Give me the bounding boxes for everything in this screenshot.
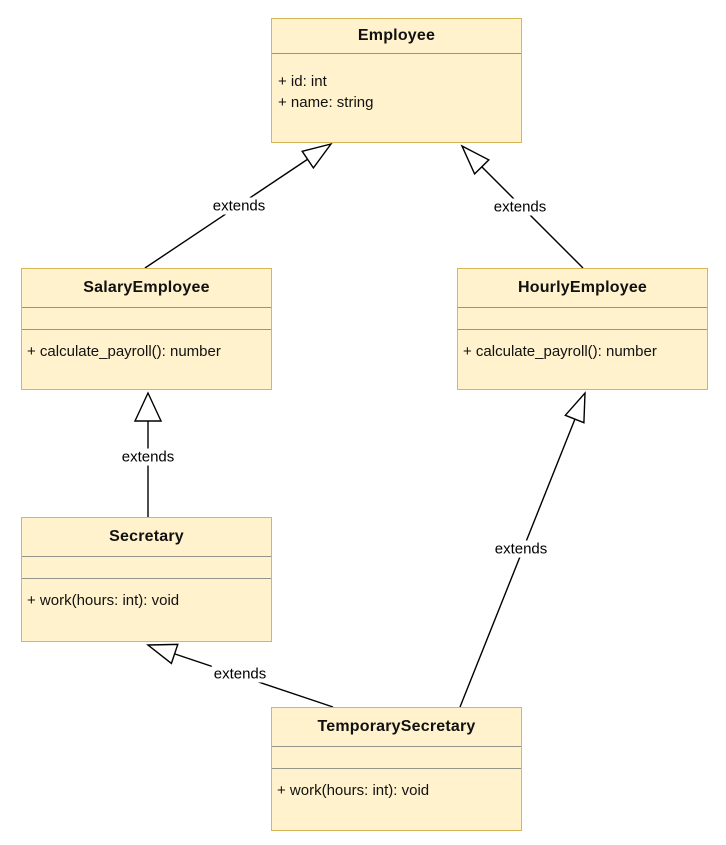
- class-attributes-empty: [22, 557, 271, 579]
- edge-label-extends: extends: [211, 665, 269, 683]
- class-attributes: + id: int + name: string: [272, 54, 521, 113]
- attribute-item: + id: int: [278, 73, 327, 90]
- method-item: + work(hours: int): void: [27, 592, 180, 609]
- class-methods: + calculate_payroll(): number: [22, 330, 271, 361]
- edge-label-extends: extends: [491, 198, 549, 216]
- method-item: + work(hours: int): void: [277, 782, 430, 799]
- class-methods: + work(hours: int): void: [272, 769, 521, 800]
- edge-line: [459, 418, 576, 708]
- generalization-arrowhead-icon: [133, 391, 163, 422]
- generalization-arrowhead-icon: [564, 391, 586, 424]
- class-methods: + work(hours: int): void: [22, 579, 271, 610]
- class-attributes-empty: [272, 747, 521, 769]
- method-item: + calculate_payroll(): number: [27, 343, 221, 360]
- class-title: SalaryEmployee: [22, 269, 271, 308]
- edge-label-extends: extends: [210, 197, 268, 215]
- class-title: TemporarySecretary: [272, 708, 521, 747]
- class-title: Secretary: [22, 518, 271, 557]
- class-box-hourlyemployee: HourlyEmployee + calculate_payroll(): nu…: [457, 268, 708, 390]
- attribute-item: + name: string: [278, 94, 374, 111]
- class-title: Employee: [272, 19, 521, 54]
- edge-secretary-extends-salaryemployee: [133, 391, 163, 517]
- class-attributes-empty: [458, 308, 707, 330]
- generalization-arrowhead-icon: [460, 144, 490, 176]
- class-box-secretary: Secretary + work(hours: int): void: [21, 517, 272, 642]
- class-attributes-empty: [22, 308, 271, 330]
- generalization-arrowhead-icon: [146, 643, 179, 665]
- edge-hourlyemployee-extends-employee: [460, 144, 584, 269]
- edge-label-extends: extends: [492, 540, 550, 558]
- class-box-temporarysecretary: TemporarySecretary + work(hours: int): v…: [271, 707, 522, 831]
- class-box-employee: Employee + id: int + name: string: [271, 18, 522, 143]
- generalization-arrowhead-icon: [301, 142, 333, 170]
- edge-line: [481, 166, 584, 269]
- edge-temporarysecretary-extends-hourlyemployee: [459, 391, 586, 708]
- class-title: HourlyEmployee: [458, 269, 707, 308]
- class-methods: + calculate_payroll(): number: [458, 330, 707, 361]
- class-box-salaryemployee: SalaryEmployee + calculate_payroll(): nu…: [21, 268, 272, 390]
- edge-label-extends: extends: [119, 448, 177, 466]
- method-item: + calculate_payroll(): number: [463, 343, 657, 360]
